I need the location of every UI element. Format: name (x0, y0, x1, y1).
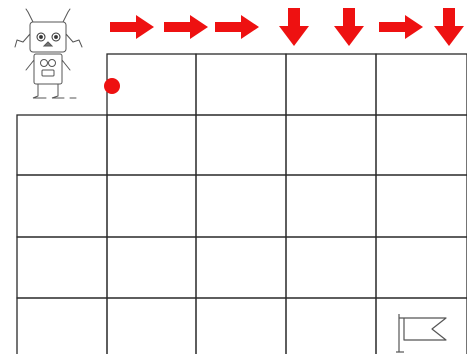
grid-cell[interactable] (17, 298, 107, 354)
grid-cell[interactable] (17, 175, 107, 237)
start-marker (104, 78, 120, 94)
grid-cell[interactable] (17, 237, 107, 298)
grid-cell[interactable] (107, 175, 196, 237)
grid-cell[interactable] (376, 175, 467, 237)
grid-cell[interactable] (376, 237, 467, 298)
flag-icon (396, 314, 446, 352)
arrow-right-icon (164, 15, 208, 39)
grid-cell[interactable] (286, 54, 376, 115)
arrow-right-icon (110, 15, 154, 39)
grid-cell[interactable] (376, 54, 467, 115)
grid-cell[interactable] (107, 115, 196, 175)
arrow-right-icon (379, 15, 423, 39)
grid-cell[interactable] (286, 175, 376, 237)
robot-icon (15, 9, 82, 98)
grid-cell[interactable] (196, 54, 286, 115)
grid-cell[interactable] (196, 298, 286, 354)
arrow-down-icon (279, 8, 309, 46)
grid-cell[interactable] (107, 237, 196, 298)
grid-cell[interactable] (196, 237, 286, 298)
arrow-right-icon (215, 15, 259, 39)
grid-cell[interactable] (286, 115, 376, 175)
grid-cell[interactable] (196, 115, 286, 175)
grid-cell[interactable] (376, 115, 467, 175)
grid-cell[interactable] (17, 115, 107, 175)
grid-cell[interactable] (107, 54, 196, 115)
grid (17, 54, 467, 354)
grid-cell[interactable] (286, 298, 376, 354)
arrow-down-icon (334, 8, 364, 46)
grid-cell[interactable] (107, 298, 196, 354)
arrow-down-icon (434, 8, 464, 46)
grid-cell[interactable] (376, 298, 467, 354)
grid-cell[interactable] (196, 175, 286, 237)
instruction-sequence (110, 8, 464, 46)
grid-cell[interactable] (286, 237, 376, 298)
